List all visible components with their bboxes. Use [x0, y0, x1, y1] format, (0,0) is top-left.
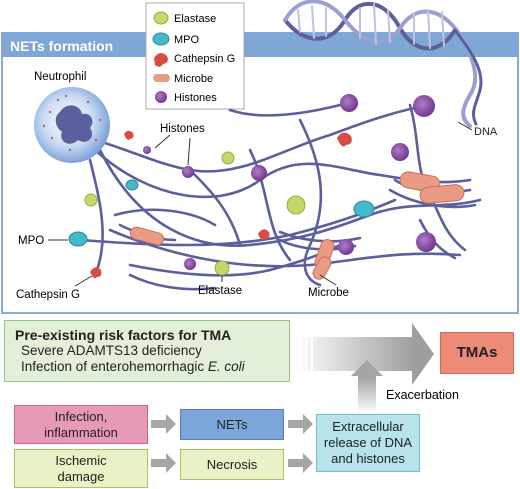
microbe-icon [153, 74, 170, 82]
cathepsin-g-label: Cathepsin G [16, 289, 80, 301]
elastase-label: Elastase [198, 285, 242, 297]
necrosis-box: Necrosis [180, 449, 284, 480]
release-line1: Extracellular [332, 419, 404, 434]
legend-histones: Histones [174, 92, 217, 104]
panel-title: NETs formation [10, 38, 113, 54]
header-band [2, 33, 518, 57]
infection-line2: inflammation [44, 424, 118, 440]
release-box: Extracellular release of DNA and histone… [316, 414, 420, 472]
risk-factors-box: Pre-existing risk factors for TMA Severe… [4, 320, 290, 382]
histones-icon [155, 91, 167, 103]
cathepsin-g-icon [154, 52, 168, 67]
neutrophil-label: Neutrophil [34, 71, 86, 83]
ischemic-line2: damage [57, 468, 105, 484]
legend-microbe: Microbe [174, 73, 213, 85]
ischemic-line1: Ischemic [55, 452, 107, 468]
ischemic-box: Ischemic damage [14, 449, 148, 488]
microbe-label: Microbe [308, 287, 349, 299]
microbe-markers [129, 171, 465, 280]
dna-helix-icon [283, 0, 483, 128]
exacerbation-label: Exacerbation [386, 388, 459, 402]
neutrophil-cell [34, 87, 110, 163]
risk-adamts13: Severe ADAMTS13 deficiency [21, 343, 202, 358]
risk-ecoli: Infection of enterohemorrhagic E. coli [21, 359, 245, 374]
legend-mpo: MPO [174, 34, 200, 46]
necrosis-label: Necrosis [206, 456, 258, 472]
legend-elastase: Elastase [174, 13, 216, 25]
mpo-label: MPO [18, 235, 44, 247]
elastase-markers [84, 151, 306, 276]
mpo-markers [68, 179, 375, 247]
exacerbation-arrow [351, 360, 383, 413]
release-line2: release of DNA [323, 435, 413, 450]
dna-label: DNA [474, 126, 498, 138]
histones-label: Histones [160, 123, 205, 135]
mpo-icon [152, 32, 170, 46]
elastase-icon [153, 11, 169, 25]
risk-to-tmas-arrow [294, 323, 434, 385]
legend-cathepsin-g: Cathepsin G [174, 53, 235, 65]
cathepsin-g-markers [90, 130, 352, 279]
nets-box: NETs [180, 409, 284, 440]
infection-box: Infection, inflammation [14, 405, 148, 444]
tmas-box: TMAs [440, 332, 514, 374]
flow-arrows [151, 414, 313, 473]
legend: Elastase MPO Cathepsin G Microbe Histone… [145, 2, 245, 110]
risk-title: Pre-existing risk factors for TMA [15, 327, 232, 343]
tmas-label: TMAs [456, 344, 498, 361]
release-line3: and histones [331, 451, 405, 466]
nets-label: NETs [216, 416, 248, 432]
infection-line1: Infection, [54, 408, 108, 424]
